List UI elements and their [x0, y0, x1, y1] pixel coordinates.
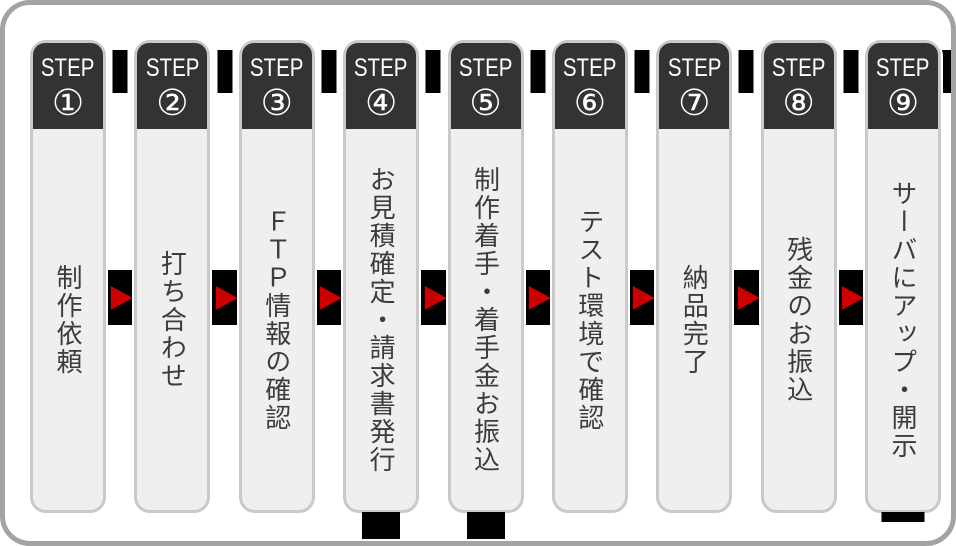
step-card: STEP ④ お見積確定・請求書発行 [343, 40, 420, 539]
step-label: STEP [145, 54, 200, 83]
top-connector-bar [217, 50, 233, 93]
flow-arrow-icon [528, 285, 551, 310]
step-header: STEP ⑦ [659, 43, 730, 129]
step-title: 残金のお振込 [783, 235, 814, 404]
step-number-icon: ⑤ [469, 81, 502, 123]
step-title: お見積確定・請求書発行 [366, 165, 397, 474]
arrow-block [211, 270, 238, 325]
step-number-icon: ⑥ [573, 81, 607, 123]
top-connector-bar [634, 50, 650, 93]
bottom-tab [881, 512, 925, 522]
step-title: サーバにアップ・開示 [888, 179, 918, 460]
step-body: テスト環境で確認 [555, 129, 625, 510]
connector [732, 40, 760, 513]
step-label: STEP [458, 54, 513, 83]
step-label: STEP [876, 54, 930, 83]
arrow-block [524, 270, 551, 325]
flow-arrow-icon [424, 285, 447, 310]
step-body: 打ち合わせ [137, 129, 207, 510]
connector [315, 40, 343, 513]
step-body: サーバにアップ・開示 [868, 129, 938, 510]
step-header: STEP ① [33, 43, 103, 129]
step-title: 打ち合わせ [157, 249, 188, 390]
bottom-tab [466, 512, 505, 539]
step-header: STEP ③ [241, 43, 312, 129]
arrow-block [420, 270, 447, 325]
arrow-block [315, 270, 343, 325]
step-card: STEP ② 打ち合わせ [134, 40, 211, 513]
flow: STEP ① 制作依頼 STEP ② 打ち合わせ STEP ③ ＦＴＰ情報の確認 [30, 40, 941, 539]
step-title: 制作着手・着手金お振込 [470, 165, 501, 474]
flow-arrow-icon [111, 285, 134, 310]
top-connector-bar [112, 50, 128, 93]
step-header: STEP ⑥ [554, 43, 625, 129]
connector [419, 40, 447, 513]
top-connector-bar [530, 50, 546, 93]
step-header: STEP ④ [346, 43, 417, 129]
step-body: ＦＴＰ情報の確認 [242, 129, 312, 510]
step-card: STEP ① 制作依頼 [30, 40, 106, 513]
top-connector-bar [425, 50, 441, 93]
connector [106, 40, 134, 513]
step-number-icon: ⑦ [678, 81, 711, 123]
step-header: STEP ② [137, 43, 208, 129]
arrow-block [628, 270, 656, 325]
connector [210, 40, 238, 513]
step-title: 納品完了 [679, 263, 710, 376]
step-header: STEP ⑤ [450, 43, 521, 129]
step-label: STEP [667, 54, 722, 83]
top-connector-bar [843, 50, 859, 93]
step-card: STEP ⑤ 制作着手・着手金お振込 [447, 40, 524, 539]
step-number-icon: ② [156, 81, 189, 123]
arrow-block [733, 270, 760, 325]
step-card: STEP ⑥ テスト環境で確認 [551, 40, 628, 513]
step-number-icon: ③ [260, 81, 293, 123]
step-number-icon: ⑧ [782, 81, 815, 123]
step-number-icon: ① [51, 81, 85, 123]
step-title: テスト環境で確認 [574, 207, 605, 432]
flow-arrow-icon [633, 285, 656, 310]
step-title: 制作依頼 [53, 263, 83, 376]
step-body: 残金のお振込 [764, 129, 834, 510]
top-connector-bar-edge [941, 50, 951, 93]
step-card: STEP ⑧ 残金のお振込 [760, 40, 837, 513]
flow-arrow-icon [737, 285, 760, 310]
step-label: STEP [354, 54, 408, 83]
step-label: STEP [563, 54, 617, 83]
flow-arrow-icon [319, 285, 342, 310]
step-label: STEP [41, 54, 95, 83]
step-number-icon: ④ [364, 81, 398, 123]
step-card: STEP ③ ＦＴＰ情報の確認 [238, 40, 315, 513]
connector [837, 40, 865, 513]
step-label: STEP [771, 54, 826, 83]
step-body: 納品完了 [659, 129, 729, 510]
bottom-tab [362, 512, 401, 539]
connector [628, 40, 656, 513]
step-number-icon: ⑨ [886, 81, 920, 123]
step-header: STEP ⑨ [868, 43, 938, 129]
step-label: STEP [249, 54, 304, 83]
step-body: 制作依頼 [33, 129, 103, 510]
step-body: お見積確定・請求書発行 [346, 129, 416, 510]
top-connector-bar [738, 50, 754, 93]
arrow-block [837, 270, 864, 325]
step-body: 制作着手・着手金お振込 [451, 129, 521, 510]
connector [524, 40, 552, 513]
top-connector-bar [321, 50, 337, 93]
flow-arrow-icon [841, 285, 864, 310]
step-title: ＦＴＰ情報の確認 [261, 207, 292, 432]
step-card: STEP ⑦ 納品完了 [656, 40, 733, 513]
step-card: STEP ⑨ サーバにアップ・開示 [865, 40, 941, 522]
flow-arrow-icon [215, 285, 238, 310]
step-header: STEP ⑧ [763, 43, 834, 129]
arrow-block [107, 270, 134, 325]
